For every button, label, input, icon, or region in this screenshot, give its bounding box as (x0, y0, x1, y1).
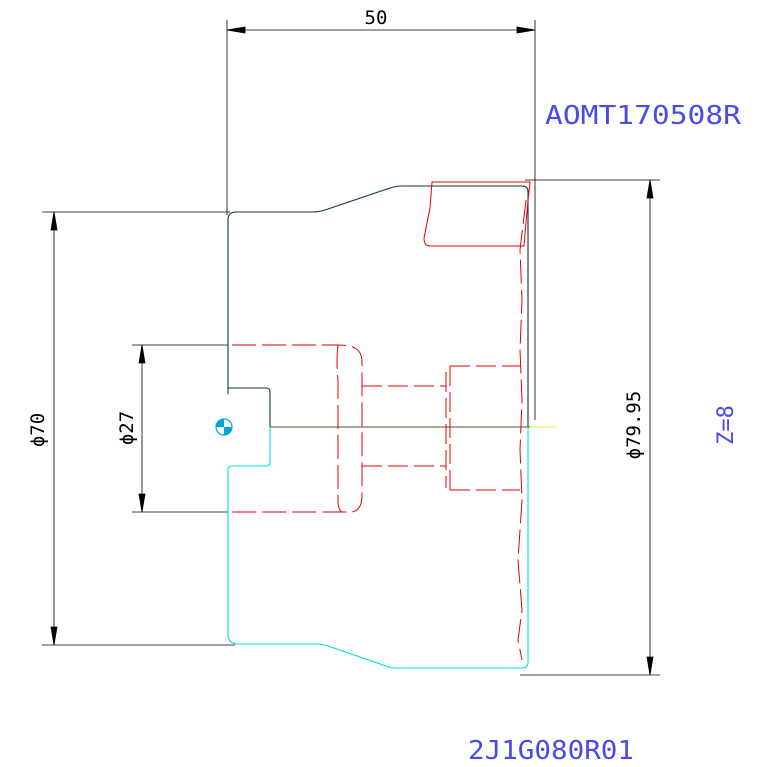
tool-code-label: AOMT170508R (545, 101, 741, 131)
origin-marker (215, 418, 233, 436)
inner-diameter-label: ϕ27 (116, 411, 138, 445)
right-diameter-label: ϕ79.95 (623, 391, 645, 460)
inner-bore-wall (336, 344, 343, 513)
inner-bore (232, 344, 363, 513)
outer-step-lines (450, 365, 520, 491)
arrowhead-bottom (50, 626, 58, 646)
step-lines (362, 385, 446, 467)
arrowhead-right (516, 26, 536, 34)
outer-diameter-label: ϕ70 (27, 413, 49, 447)
dimension-top-width (226, 20, 536, 420)
dimension-right-diameter (520, 179, 660, 676)
arrowhead-bottom (138, 493, 146, 513)
part-code-label: 2J1G080R01 (468, 736, 634, 766)
upper-part-profile (227, 185, 529, 427)
arrowhead-top (646, 179, 654, 199)
arrowhead-top (138, 344, 146, 364)
arrowhead-top (50, 211, 58, 231)
tool-outline (232, 181, 531, 661)
arrowhead-bottom (646, 656, 654, 676)
dimension-inner-diameter (132, 344, 228, 513)
dimension-outer-diameter (42, 211, 235, 646)
right-edge-dashes (517, 199, 527, 661)
top-dimension-label: 50 (365, 7, 388, 29)
z-offset-label: Z=8 (714, 405, 739, 445)
lower-part-profile (227, 427, 529, 669)
arrowhead-left (226, 26, 246, 34)
upper-insert (423, 181, 531, 247)
